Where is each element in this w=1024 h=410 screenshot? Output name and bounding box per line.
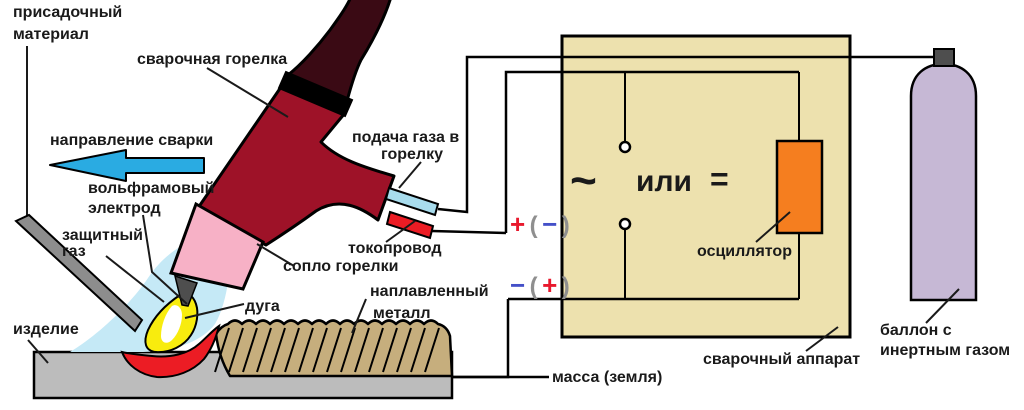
label-gas-supply-1: подача газа в <box>352 129 459 146</box>
label-filler-material-2: материал <box>13 26 89 43</box>
polarity-bottom-open: ( <box>530 273 538 300</box>
label-pointer-torch <box>206 67 289 118</box>
label-nozzle: сопло горелки <box>283 258 398 275</box>
or-label: или <box>636 165 692 198</box>
polarity-bottom-alt: + <box>542 270 557 300</box>
label-deposited-2: металл <box>373 305 431 322</box>
label-shield-gas-2: газ <box>62 243 86 260</box>
cylinder-valve <box>933 48 955 67</box>
label-filler-material-1: присадочный <box>13 4 122 21</box>
label-pointer-shield-gas <box>105 255 165 303</box>
polarity-top-open: ( <box>530 212 538 239</box>
torch-band <box>277 70 354 118</box>
polarity-top-close: ) <box>562 212 570 239</box>
terminal-lower <box>618 217 632 231</box>
label-pointer-oscillator <box>755 211 791 243</box>
ac-symbol: ~ <box>570 154 597 206</box>
label-pointer-nozzle <box>256 243 295 267</box>
positive-wire <box>504 70 799 233</box>
label-shield-gas-1: защитный <box>62 227 143 244</box>
label-tungsten-2: электрод <box>88 200 161 217</box>
label-pointer-gas-supply <box>398 161 422 189</box>
label-pointer-current-lead <box>385 220 416 243</box>
molten-pool <box>120 323 221 379</box>
oscillator-block <box>775 139 824 235</box>
polarity-bottom-close: ) <box>562 273 570 300</box>
ground-wire-vertical <box>452 299 510 379</box>
filler-rod <box>14 213 144 333</box>
polarity-top-sign: + <box>510 209 525 239</box>
label-tungsten-1: вольфрамовый <box>88 180 214 197</box>
gas-tube <box>384 186 440 217</box>
label-gas-supply-2: горелку <box>381 146 443 163</box>
label-pointer-deposited <box>351 298 367 334</box>
terminal-upper <box>618 140 632 154</box>
arc-core <box>161 305 182 343</box>
label-pointer-arc <box>184 303 245 319</box>
label-cylinder-2: инертным газом <box>880 342 1010 359</box>
polarity-bottom-sign: − <box>510 270 525 300</box>
torch-body <box>196 85 396 247</box>
polarity-bottom: − ( + ) <box>510 270 570 300</box>
polarity-top: + ( − ) <box>510 209 570 239</box>
label-pointer-workpiece <box>27 339 49 364</box>
gas-hose <box>437 55 935 214</box>
label-current-lead: токопровод <box>348 240 442 257</box>
weld-bead-ribs <box>214 327 440 373</box>
label-welding-direction: направление сварки <box>50 132 213 149</box>
label-oscillator: осциллятор <box>697 243 792 260</box>
label-pointer-cylinder <box>925 288 960 324</box>
dc-symbol: = <box>710 161 729 197</box>
label-apparatus: сварочный аппарат <box>703 351 860 368</box>
current-lead-wire <box>431 229 507 235</box>
direction-arrow <box>49 149 205 182</box>
label-arc: дуга <box>245 298 280 315</box>
label-ground: масса (земля) <box>552 369 662 386</box>
torch-nozzle-cone <box>169 201 265 291</box>
polarity-top-alt: − <box>542 209 557 239</box>
label-cylinder-1: баллон с <box>880 322 952 339</box>
label-deposited-1: наплавленный <box>370 283 489 300</box>
label-workpiece: изделие <box>13 321 79 338</box>
label-welding-torch: сварочная горелка <box>137 51 287 68</box>
gas-cylinder <box>909 62 978 302</box>
label-pointer-apparatus <box>805 326 839 352</box>
label-pointer-electrode <box>142 214 188 305</box>
